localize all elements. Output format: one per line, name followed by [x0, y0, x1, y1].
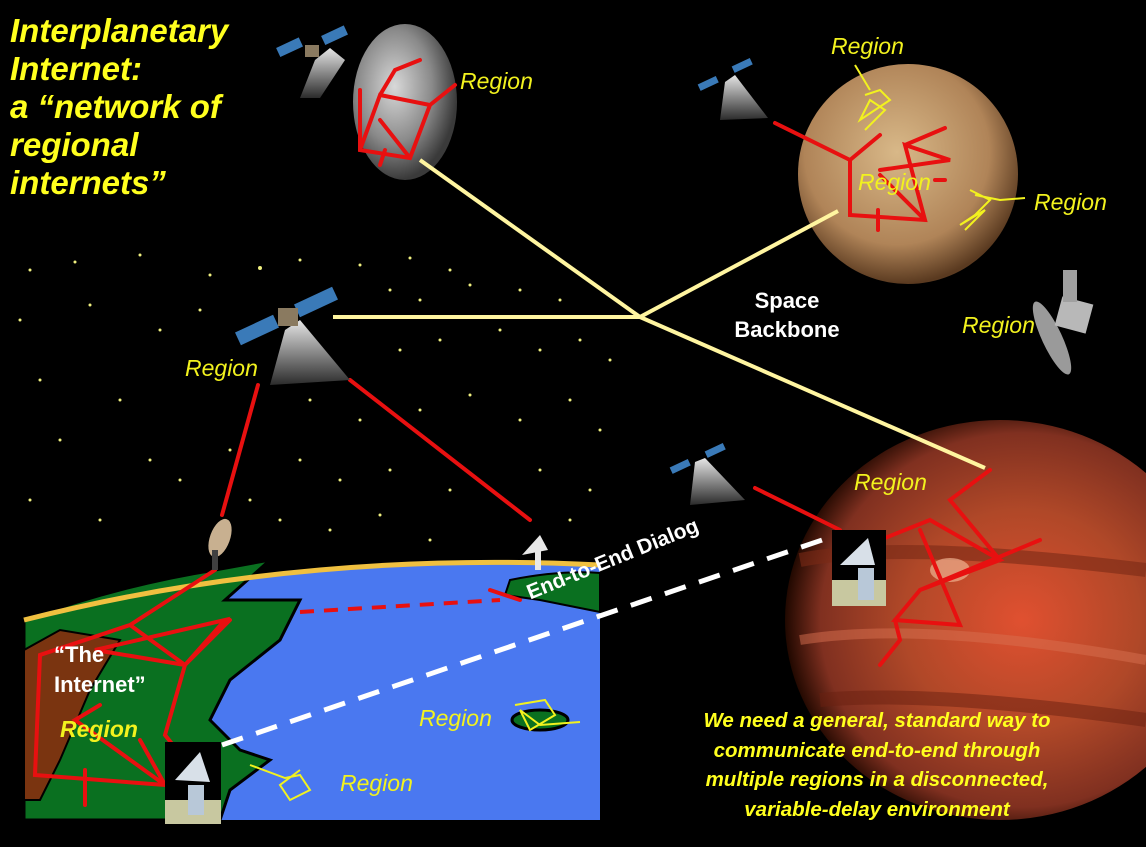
title-line-3: a “network of	[10, 88, 221, 125]
title-line-2: Internet:	[10, 50, 142, 87]
space-backbone-line-2: Backbone	[734, 317, 840, 342]
relay-region-label: Region	[185, 355, 258, 381]
mars-region-center-label: Region	[858, 169, 931, 195]
mars	[798, 64, 1018, 284]
jupiter	[785, 420, 1146, 820]
summary-note: We need a general, standard way to commu…	[622, 706, 1132, 824]
jupiter-region-label: Region	[854, 469, 927, 495]
title-line-1: Interplanetary	[10, 12, 229, 49]
note-line-1: We need a general, standard way to	[703, 709, 1051, 732]
title-line-4: regional	[10, 126, 139, 163]
diagram-title: Interplanetary Internet: a “network of r…	[10, 12, 228, 202]
dsn-station-jupiter	[832, 530, 886, 606]
yellow-regions	[249, 64, 1026, 802]
note-line-4: variable-delay environment	[744, 797, 1010, 821]
space-backbone-label: Space Backbone	[722, 286, 852, 344]
probe-region-label: Region	[962, 312, 1035, 338]
mars-region-right-label: Region	[1034, 189, 1107, 215]
ocean-region-bottom-label: Region	[340, 770, 413, 796]
title-line-5: internets”	[10, 164, 166, 201]
red-dashed-link	[299, 598, 501, 614]
dsn-station-earth	[165, 742, 221, 824]
deep-space-probe	[1032, 270, 1094, 375]
starfield	[18, 253, 612, 542]
earth	[22, 557, 601, 822]
ocean-region-island-label: Region	[419, 705, 492, 731]
orbiter-mars	[697, 58, 768, 120]
ground-antenna-right	[522, 535, 548, 570]
the-internet-line-1: “The	[54, 642, 105, 667]
red-links	[32, 58, 1042, 807]
note-line-3: multiple regions in a disconnected,	[705, 768, 1049, 791]
ground-antenna-left	[208, 518, 232, 570]
space-backbone-line-1: Space	[754, 288, 820, 313]
mars-region-top-label: Region	[831, 33, 904, 59]
earth-region-label: Region	[60, 716, 138, 742]
orbiter-jupiter	[669, 443, 745, 505]
space-backbone	[333, 158, 986, 470]
moon-region-label: Region	[460, 68, 533, 94]
the-internet-line-2: Internet”	[54, 672, 146, 697]
note-line-2: communicate end-to-end through	[713, 738, 1041, 762]
orbiter-relay	[235, 286, 350, 385]
the-internet-label: “The Internet”	[54, 640, 146, 700]
orbiter-moon	[276, 25, 348, 98]
